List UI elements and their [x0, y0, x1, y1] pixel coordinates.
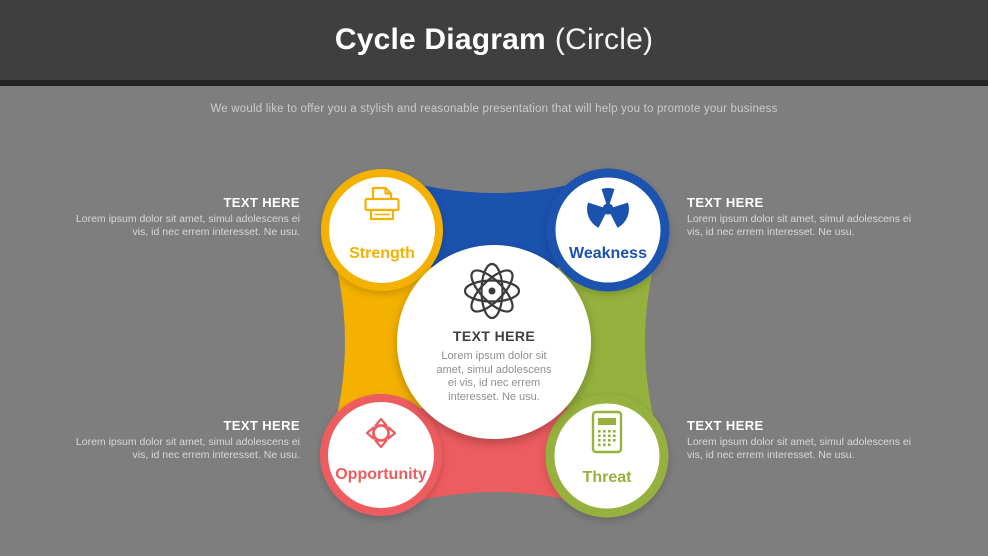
header-bar: Cycle Diagram(Circle)	[0, 0, 988, 86]
title-main: Cycle Diagram	[334, 23, 546, 56]
node-circle-opportunity	[320, 394, 442, 516]
text-block-heading: TEXT HERE	[223, 418, 300, 433]
page-title: Cycle Diagram(Circle)	[335, 23, 653, 57]
radiation-icon	[587, 188, 629, 230]
text-block-heading: TEXT HERE	[687, 195, 764, 210]
node-circle-threat	[545, 394, 669, 518]
node-label-weakness: Weakness	[569, 245, 647, 262]
center-heading: TEXT HERE	[452, 328, 536, 344]
text-block-bottom-right: TEXT HERE Lorem ipsum dolor sit amet, si…	[687, 418, 929, 462]
node-label-threat: Threat	[583, 469, 633, 486]
center-circle	[397, 245, 591, 439]
text-block-body: Lorem ipsum dolor sit amet, simul adoles…	[687, 436, 912, 461]
node-label-opportunity: Opportunity	[335, 466, 427, 483]
text-block-body: Lorem ipsum dolor sit amet, simul adoles…	[687, 213, 912, 238]
text-block-heading: TEXT HERE	[223, 195, 300, 210]
node-label-strength: Strength	[349, 245, 415, 262]
node-circles	[320, 168, 670, 518]
text-block-body: Lorem ipsum dolor sit amet, simul adoles…	[75, 213, 300, 238]
subtitle-text: We would like to offer you a stylish and…	[210, 103, 778, 115]
text-block-bottom-left: TEXT HERE Lorem ipsum dolor sit amet, si…	[70, 418, 300, 462]
text-block-body: Lorem ipsum dolor sit amet, simul adoles…	[75, 436, 300, 461]
title-accent: (Circle)	[554, 23, 654, 56]
text-block-top-left: TEXT HERE Lorem ipsum dolor sit amet, si…	[70, 195, 300, 239]
node-circle-strength	[321, 169, 443, 291]
calculator-icon	[591, 410, 623, 454]
atom-icon	[463, 262, 521, 320]
printer-icon	[364, 186, 400, 221]
move-icon	[365, 417, 397, 449]
text-block-heading: TEXT HERE	[687, 418, 764, 433]
text-block-top-right: TEXT HERE Lorem ipsum dolor sit amet, si…	[687, 195, 929, 239]
